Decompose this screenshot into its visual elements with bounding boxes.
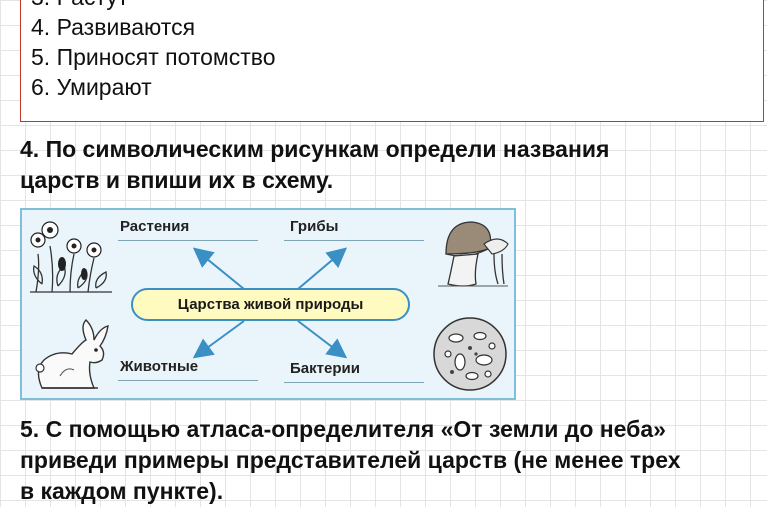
kingdoms-scheme: Растения Грибы Животные Бактерии Царства…	[20, 208, 516, 400]
answer-line-fungi[interactable]	[284, 240, 424, 241]
bacteria-icon	[433, 317, 507, 391]
label-bacteria: Бактерии	[290, 360, 360, 377]
task5-heading-line1: 5. С помощью атласа-определителя «От зем…	[20, 416, 666, 442]
arrow-to-plants	[192, 247, 245, 290]
list-item: 6. Умирают	[31, 74, 152, 100]
arrow-to-bacteria	[297, 320, 348, 359]
answer-line-animals[interactable]	[118, 380, 258, 381]
center-label: Царства живой природы	[131, 288, 410, 321]
plants-icon	[30, 221, 112, 293]
list-item: 3. Растут	[31, 0, 128, 12]
arrow-to-fungi	[297, 247, 348, 290]
arrow-to-animals	[192, 320, 245, 359]
answer-line-plants[interactable]	[118, 240, 258, 241]
answer-line-bacteria[interactable]	[284, 382, 424, 383]
label-animals: Животные	[120, 358, 199, 375]
label-plants: Растения	[120, 218, 190, 235]
task5-heading-line3: в каждом пункте).	[20, 478, 224, 504]
label-fungi: Грибы	[290, 218, 339, 235]
scheme-arrows	[192, 247, 348, 359]
answer-list-box: 3. Растут 4. Развиваются 5. Приносят пот…	[20, 0, 764, 122]
mushrooms-icon	[438, 221, 509, 287]
list-item: 5. Приносят потомство	[31, 44, 276, 70]
list-item: 4. Развиваются	[31, 14, 196, 40]
task5-heading-line2: приведи примеры представителей царств (н…	[20, 447, 681, 473]
task4-heading-line1: 4. По символическим рисункам определи на…	[20, 136, 610, 162]
task4-heading-line2: царств и впиши их в схему.	[20, 167, 334, 193]
rabbit-icon	[35, 319, 109, 389]
